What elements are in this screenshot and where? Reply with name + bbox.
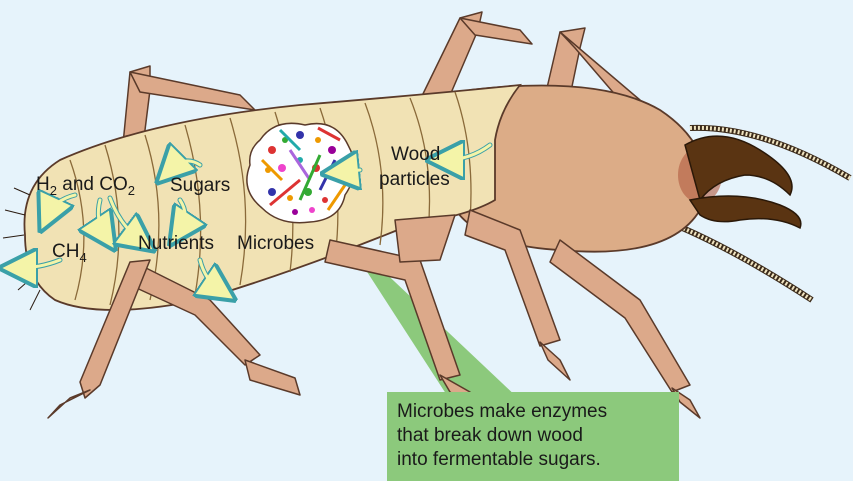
callout-line-1: Microbes make enzymes xyxy=(397,400,669,424)
label-nutrients: Nutrients xyxy=(138,233,214,254)
ch4-prefix: CH xyxy=(52,241,79,262)
label-wood: Wood xyxy=(391,144,440,165)
label-sugars: Sugars xyxy=(170,175,230,196)
label-microbes: Microbes xyxy=(237,233,314,254)
co2-sub: 2 xyxy=(128,183,135,198)
mandible-lower xyxy=(690,196,801,228)
ch4-sub: 4 xyxy=(79,250,86,265)
callout-line-2: that break down wood xyxy=(397,424,669,448)
callout-box: Microbes make enzymes that break down wo… xyxy=(387,392,679,481)
label-particles: particles xyxy=(379,169,450,190)
callout-line-3: into fermentable sugars. xyxy=(397,448,669,472)
h2-prefix: H xyxy=(36,174,50,195)
h2-mid: and CO xyxy=(57,174,128,195)
h2-sub: 2 xyxy=(50,183,57,198)
